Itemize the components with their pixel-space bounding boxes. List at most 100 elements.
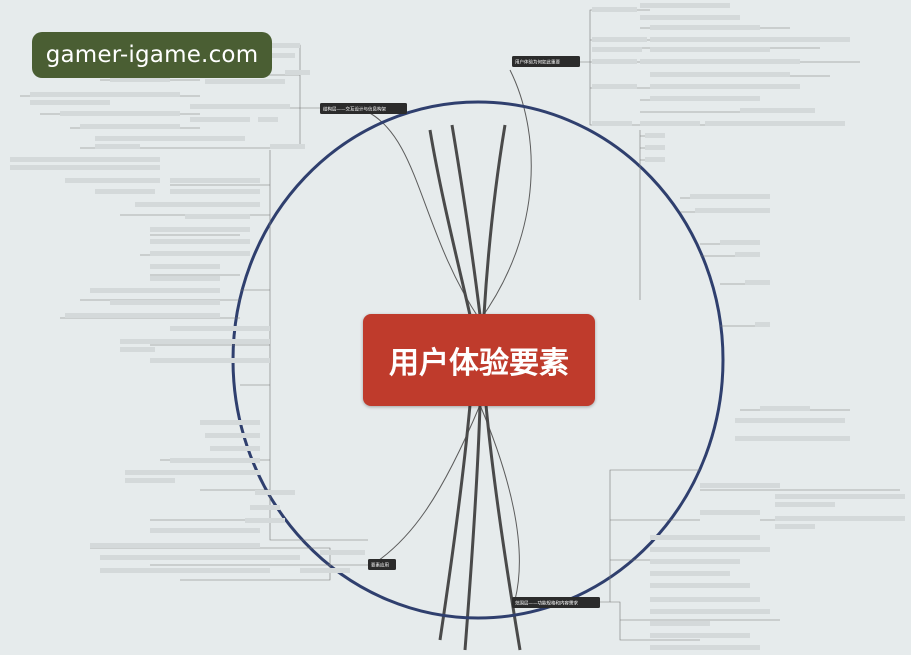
connector-bottom-right [479, 404, 520, 601]
l-t5 [95, 189, 155, 194]
br-t3 [735, 436, 850, 441]
r-t9 [755, 322, 770, 327]
tr-t11 [650, 72, 790, 77]
br-t12 [650, 559, 740, 564]
tr-t3 [640, 15, 740, 20]
tr-t17 [640, 121, 700, 126]
br-t11 [650, 547, 770, 552]
tr-t9 [592, 59, 637, 64]
br-t5 [775, 494, 905, 499]
tr-t10 [640, 59, 800, 64]
br-t13 [650, 571, 730, 576]
l-t1 [10, 157, 160, 162]
bl-t3 [210, 446, 260, 451]
bottom-right-texts [650, 406, 905, 650]
br-t6 [775, 502, 835, 507]
connector-top-right [479, 69, 532, 321]
tl-t7 [30, 100, 110, 105]
br-t10 [650, 535, 760, 540]
br-t17 [650, 621, 710, 626]
br-line-4 [610, 601, 700, 641]
tr-line-4 [589, 62, 665, 126]
bl-t7 [255, 490, 295, 495]
l-t8 [185, 214, 250, 219]
tr-t1 [592, 7, 637, 12]
tr-t2 [640, 3, 730, 8]
br-t8 [775, 516, 905, 521]
tl-t5 [110, 77, 170, 82]
l-t20 [150, 358, 270, 363]
br-t9 [775, 524, 815, 529]
tl-t15 [270, 144, 305, 149]
branch-labels: 用户体验为何如此重要 结构层——交互设计与信息构架 范围层——功能规格和内容需求… [320, 56, 600, 608]
l-t14 [90, 288, 220, 293]
tr-t16 [592, 121, 632, 126]
tr-t8 [650, 47, 770, 52]
br-t18 [650, 633, 750, 638]
tl-t6 [30, 92, 180, 97]
bl-t15 [300, 568, 350, 573]
central-topic-node: 用户体验要素 [363, 314, 595, 406]
branch-box-top-left [320, 103, 407, 114]
tr-t4 [650, 25, 760, 30]
branch-bottom-left: 要素应用 [371, 562, 389, 569]
l-t19 [120, 347, 155, 352]
tr-t13 [650, 84, 800, 89]
br-line-1 [600, 469, 700, 603]
bl-t11 [90, 543, 260, 548]
branch-bottom-right: 范围层——功能规格和内容需求 [515, 600, 578, 607]
br-t16 [650, 609, 770, 614]
curve-lower-3 [484, 404, 522, 651]
branch-box-bottom-left [368, 559, 396, 570]
branch-box-top-right [512, 56, 580, 67]
r-t8 [745, 280, 770, 285]
tl-t11 [258, 117, 278, 122]
curves [428, 124, 522, 651]
connector-top-left [367, 111, 481, 321]
r-t5 [695, 208, 770, 213]
curve-upper-1 [428, 129, 472, 316]
tl-t13 [95, 136, 245, 141]
tr-t15 [740, 108, 815, 113]
bl-t8 [250, 505, 280, 510]
curve-upper-2 [450, 124, 482, 316]
tl-t4 [205, 79, 285, 84]
bl-t4 [170, 458, 260, 463]
l-t6 [170, 189, 260, 194]
tr-t6 [650, 37, 850, 42]
curve-upper-3 [482, 124, 507, 316]
l-t7 [135, 202, 260, 207]
l-t10 [150, 239, 250, 244]
l-t3 [65, 178, 160, 183]
l-t17 [170, 326, 270, 331]
bl-t6 [125, 478, 175, 483]
r-t7 [735, 252, 760, 257]
central-topic-label: 用户体验要素 [389, 346, 569, 381]
tl-t14 [95, 144, 140, 149]
br-t1 [760, 406, 810, 411]
branch-top-left: 结构层——交互设计与信息构架 [323, 106, 386, 113]
bl-t10 [150, 528, 260, 533]
tl-t8 [190, 104, 290, 109]
r-t3 [645, 157, 665, 162]
l-t16 [65, 313, 220, 318]
r-t2 [645, 145, 665, 150]
br-t7 [700, 510, 760, 515]
bottom-right-tree [600, 409, 905, 641]
connector-bottom-left [371, 404, 481, 566]
tl-t10 [190, 117, 250, 122]
r-t6 [720, 240, 760, 245]
tl-t3 [285, 70, 310, 75]
tr-t18 [705, 121, 845, 126]
br-t14 [650, 583, 750, 588]
l-t11 [150, 251, 250, 256]
tl-line-4 [240, 108, 301, 149]
br-t15 [650, 597, 760, 602]
l-t2 [10, 165, 160, 170]
br-t19 [650, 645, 760, 650]
l-t18 [120, 339, 270, 344]
bl-t14 [100, 568, 270, 573]
tr-t5 [592, 37, 647, 42]
branch-top-right: 用户体验为何如此重要 [515, 59, 560, 66]
